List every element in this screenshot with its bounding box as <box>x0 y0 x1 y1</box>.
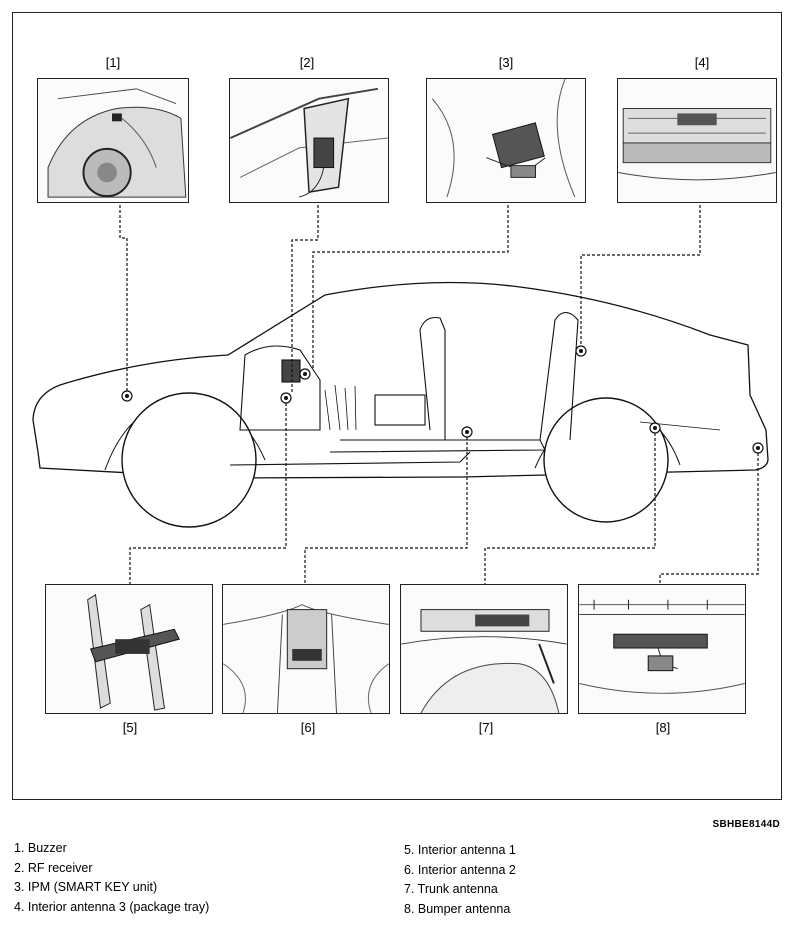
ipm-illustration <box>431 79 576 198</box>
trunk-antenna-illustration <box>401 609 567 713</box>
rear-seat <box>539 311 579 441</box>
leader-5 <box>129 403 287 584</box>
panel-label-2: [2] <box>299 55 315 70</box>
rf-receiver-illustration <box>230 87 388 198</box>
panel-label-4: [4] <box>694 55 710 70</box>
rear-wheel <box>543 397 669 523</box>
interior-antenna-2-photo <box>222 584 390 714</box>
legend-item-8: 8. Bumper antenna <box>404 901 511 916</box>
leader-6 <box>304 437 468 584</box>
leader-2 <box>291 205 319 393</box>
legend-item-4: 4. Interior antenna 3 (package tray) <box>14 899 210 914</box>
legend-item-7: 7. Trunk antenna <box>404 882 498 896</box>
leader-7 <box>484 433 656 584</box>
legend-item-1: 1. Buzzer <box>14 841 67 855</box>
leader-3 <box>312 205 509 369</box>
front-wheel <box>121 392 257 528</box>
leader-1 <box>119 205 128 391</box>
bumper-antenna-illustration <box>579 599 745 694</box>
bumper-antenna-photo <box>578 584 746 714</box>
diagram-frame <box>12 12 782 800</box>
trunk-antenna-photo <box>400 584 568 714</box>
package-tray-illustration <box>618 108 776 181</box>
legend-item-5: 5. Interior antenna 1 <box>404 843 516 857</box>
legend-item-3: 3. IPM (SMART KEY unit) <box>14 880 158 894</box>
interior-antenna-1-illustration <box>87 594 180 711</box>
panel-label-3: [3] <box>498 55 514 70</box>
legend-left: 1. Buzzer 2. RF receiver 3. IPM (SMART K… <box>14 839 209 917</box>
leader-4 <box>580 205 701 346</box>
ipm-photo <box>426 78 586 203</box>
interior-antenna-2-illustration <box>223 604 389 713</box>
buzzer-photo <box>37 78 189 203</box>
figure-code: SBHBE8144D <box>712 819 780 830</box>
panel-label-7: [7] <box>478 720 494 735</box>
panel-label-6: [6] <box>300 720 316 735</box>
leader-8 <box>659 453 759 584</box>
buzzer-illustration <box>47 88 187 198</box>
panel-label-8: [8] <box>655 720 671 735</box>
interior-antenna-1-photo <box>45 584 213 714</box>
car-body-outline <box>32 281 769 479</box>
dashboard <box>239 345 321 431</box>
panel-label-5: [5] <box>122 720 138 735</box>
front-seat <box>419 316 446 440</box>
rf-receiver-photo <box>229 78 389 203</box>
legend-right: 5. Interior antenna 1 6. Interior antenn… <box>404 841 516 919</box>
package-tray-antenna-photo <box>617 78 777 203</box>
panel-label-1: [1] <box>105 55 121 70</box>
legend-item-2: 2. RF receiver <box>14 860 93 875</box>
legend-item-6: 6. Interior antenna 2 <box>404 862 516 877</box>
